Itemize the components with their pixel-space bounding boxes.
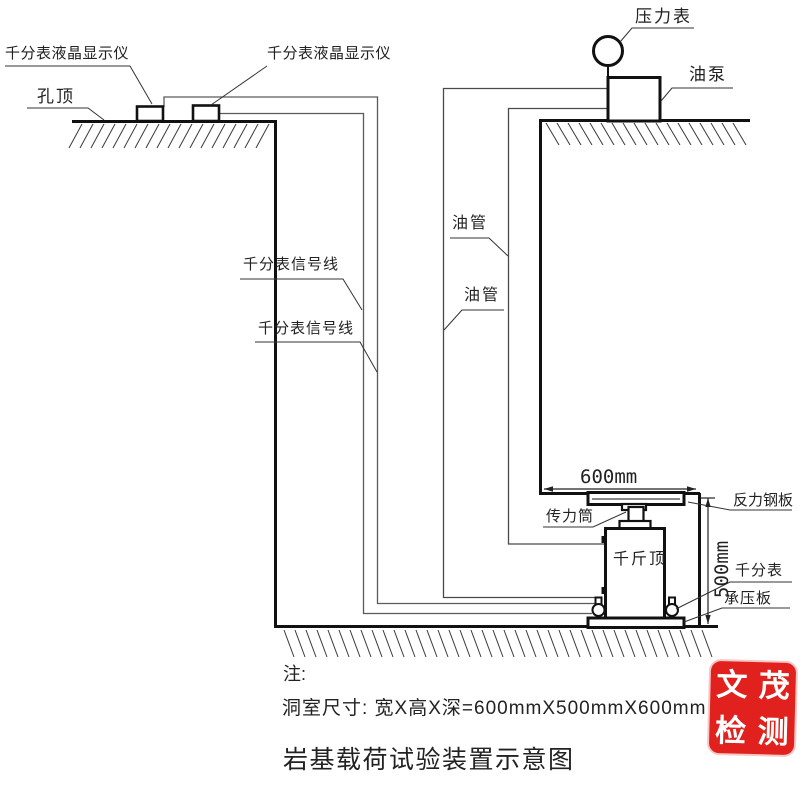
note-heading: 注: (283, 664, 307, 684)
label-display-monitor-1: 千分表液晶显示仪 (5, 45, 130, 62)
dimension-600mm-text: 600mm (580, 466, 638, 488)
jack-shape (601, 527, 666, 622)
stamp-char-1: 文 (715, 666, 748, 703)
force-cylinder-shape (618, 502, 652, 531)
label-reaction-plate: 反力钢板 (733, 492, 794, 509)
dimension-500mm-line (701, 497, 715, 624)
label-signal-wire-1: 千分表信号线 (243, 256, 340, 273)
stamp: 文 茂 检 测 (708, 660, 797, 756)
stamp-char-3: 检 (714, 712, 747, 749)
label-display-monitor-2: 千分表液晶显示仪 (267, 45, 392, 62)
display-monitor-icons (135, 104, 221, 123)
chamber-floor-hatch (283, 629, 713, 658)
label-dial-gauge: 千分表 (735, 562, 784, 579)
label-pressure-gauge: 压力表 (635, 7, 692, 26)
label-jack: 千斤顶 (613, 551, 668, 568)
drawing-title: 岩基载荷试验装置示意图 (283, 746, 575, 774)
label-signal-wire-2: 千分表信号线 (258, 320, 355, 337)
stamp-char-4: 测 (757, 713, 790, 750)
ground-hatch-right (545, 122, 747, 146)
label-oil-pipe-1: 油管 (452, 215, 489, 232)
label-bearing-plate: 承压板 (724, 590, 773, 607)
signal-wire-lines (163, 96, 596, 615)
label-oil-pipe-2: 油管 (464, 287, 501, 304)
pressure-gauge-icon (592, 35, 624, 77)
ground-hatch-left (68, 123, 270, 149)
label-hole-top: 孔顶 (37, 87, 75, 106)
label-oil-pump: 油泵 (689, 65, 727, 84)
bearing-plate-shape (586, 616, 686, 629)
stamp-char-2: 茂 (758, 667, 791, 704)
reaction-plate-shape (586, 491, 686, 506)
oil-pipe-lines (442, 87, 607, 599)
dimension-600mm-line (544, 486, 696, 492)
leader-lines (5, 27, 792, 623)
note-body: 洞室尺寸: 宽X高X深=600mmX500mmX600mm (282, 698, 707, 719)
label-force-cylinder: 传力筒 (546, 508, 595, 525)
oil-pump-icon (606, 76, 662, 123)
dial-gauge-icons (591, 596, 679, 617)
